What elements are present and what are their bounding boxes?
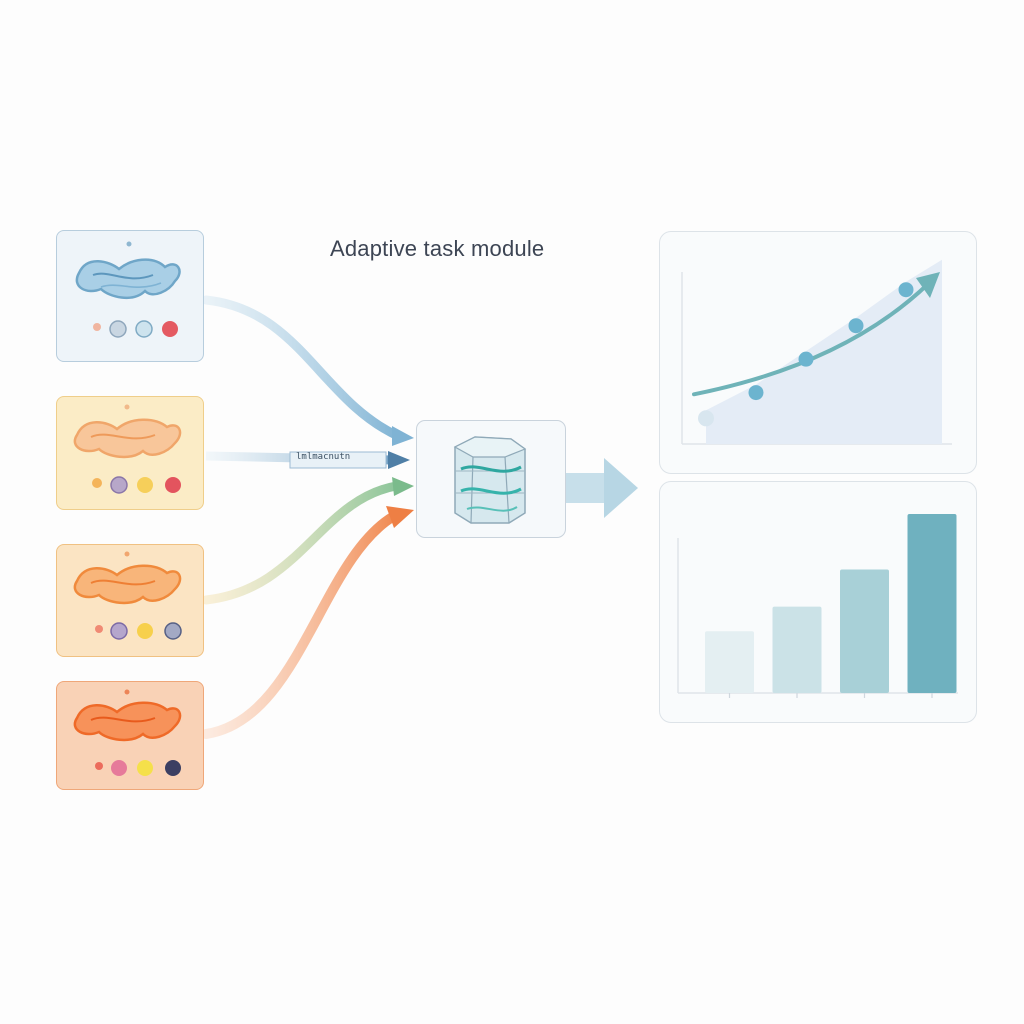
input-card-orange bbox=[56, 544, 204, 657]
data-point bbox=[748, 385, 764, 401]
bar bbox=[907, 514, 957, 693]
bar-chart-panel bbox=[659, 481, 977, 723]
layered-cube-icon bbox=[453, 436, 527, 524]
adaptive-task-module bbox=[416, 420, 566, 538]
indicator-dot-icon bbox=[95, 762, 103, 770]
trend-line bbox=[692, 282, 930, 397]
input-card-blue bbox=[56, 230, 204, 362]
bar bbox=[840, 569, 889, 693]
line-chart-panel bbox=[659, 231, 977, 474]
indicator-dot-icon bbox=[137, 760, 153, 776]
indicator-dot-icon bbox=[135, 320, 153, 338]
flow-arrow-blue bbox=[201, 295, 414, 446]
data-point bbox=[848, 318, 864, 334]
bar bbox=[772, 606, 822, 693]
indicator-dot-icon bbox=[93, 323, 101, 331]
indicator-dot-icon bbox=[162, 321, 178, 337]
indicator-dot-icon bbox=[137, 477, 153, 493]
indicator-dot-icon bbox=[111, 760, 127, 776]
bar bbox=[705, 631, 754, 693]
indicator-dot-icon bbox=[164, 622, 182, 640]
input-card-red-orange-art bbox=[73, 689, 182, 776]
trend-arrowhead-icon bbox=[916, 272, 940, 298]
indicator-dot-icon bbox=[165, 477, 181, 493]
indicator-dot-icon bbox=[109, 320, 127, 338]
input-card-yellow bbox=[56, 396, 204, 510]
indicator-dot-icon bbox=[137, 623, 153, 639]
input-card-red-orange bbox=[56, 681, 204, 790]
indicator-dot-icon bbox=[92, 478, 102, 488]
data-point bbox=[898, 282, 914, 298]
bar-chart bbox=[677, 514, 958, 698]
output-arrow bbox=[566, 458, 638, 518]
line-chart bbox=[681, 259, 952, 445]
input-card-orange-art bbox=[73, 551, 182, 640]
input-card-yellow-art bbox=[73, 404, 182, 494]
input-card-blue-art bbox=[75, 241, 181, 338]
indicator-dot-icon bbox=[165, 760, 181, 776]
indicator-dot-icon bbox=[95, 625, 103, 633]
flow-arrow-orange bbox=[201, 506, 414, 739]
diagram-title: Adaptive task module bbox=[330, 236, 545, 261]
data-point bbox=[698, 410, 714, 427]
flow-arrow-label: lmlmacnutn bbox=[296, 452, 351, 462]
indicator-dot-icon bbox=[110, 476, 128, 494]
indicator-dot-icon bbox=[110, 622, 128, 640]
data-point bbox=[798, 351, 814, 367]
flow-arrow-green bbox=[201, 477, 434, 605]
